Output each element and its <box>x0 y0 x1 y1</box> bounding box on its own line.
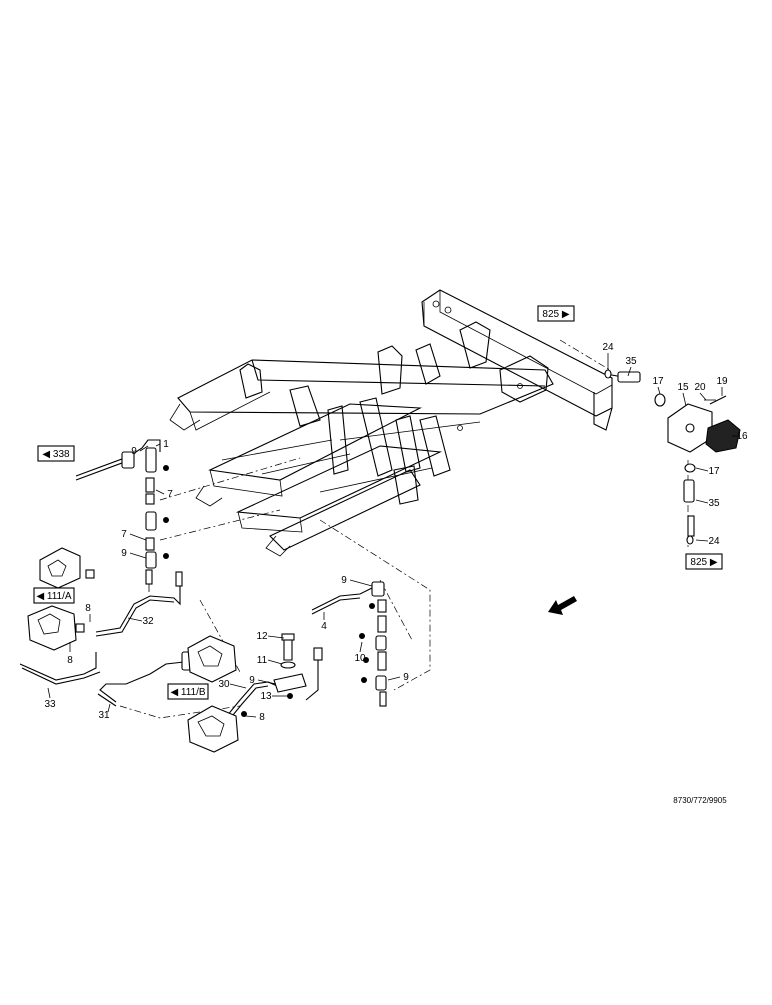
callout-leader <box>657 386 661 395</box>
main-frame <box>169 289 613 557</box>
ref-box-825-top-text: 825 ▶ <box>542 309 569 320</box>
callout-number[interactable]: 17 <box>708 466 720 477</box>
callout-leader <box>129 552 147 559</box>
drawing-code: 8730/772/9905 <box>673 796 727 805</box>
callout-number[interactable]: 8 <box>67 655 73 666</box>
callout-number[interactable]: 8 <box>85 603 91 614</box>
callout-leader <box>682 392 687 407</box>
callout-leader <box>155 443 161 447</box>
center-pipe-assembly <box>273 581 387 707</box>
callout-leader <box>267 635 285 639</box>
callout-number[interactable]: 4 <box>321 621 327 632</box>
callout-leader <box>359 641 363 653</box>
callout-leader <box>695 467 709 472</box>
callout-number[interactable]: 24 <box>602 342 614 353</box>
callout-number[interactable]: 33 <box>44 699 56 710</box>
callout-number[interactable]: 32 <box>142 616 154 627</box>
ref-box-111a-text: ◀ 111/A <box>36 591 71 602</box>
callout-leader <box>267 659 283 665</box>
callout-number[interactable]: 8 <box>259 712 265 723</box>
ref-box-825-top[interactable]: 825 ▶ <box>537 305 575 322</box>
callout-leader <box>695 539 709 542</box>
callout-leader <box>47 687 51 699</box>
callout-number[interactable]: 19 <box>716 376 728 387</box>
callout-leader <box>699 392 707 401</box>
callout-number[interactable]: 7 <box>167 489 173 500</box>
ref-box-825-bottom[interactable]: 825 ▶ <box>685 553 723 570</box>
callout-leader <box>129 533 147 541</box>
callout-number[interactable]: 31 <box>98 710 110 721</box>
callout-number[interactable]: 11 <box>257 655 268 666</box>
ref-box-338-text: ◀ 338 <box>42 449 70 460</box>
callout-number[interactable]: 9 <box>249 675 255 686</box>
callout-leader <box>107 703 111 713</box>
callout-leader <box>245 715 257 718</box>
callout-number[interactable]: 17 <box>652 376 664 387</box>
hydraulic-motors <box>27 547 247 753</box>
callout-number[interactable]: 16 <box>736 431 748 442</box>
callout-leader <box>627 366 632 377</box>
ref-box-111b-text: ◀ 111/B <box>170 687 205 698</box>
callout-number[interactable]: 20 <box>694 382 706 393</box>
callout-number[interactable]: 9 <box>121 548 127 559</box>
callout-leader <box>155 489 165 495</box>
callout-number[interactable]: 12 <box>256 631 268 642</box>
callout-number[interactable]: 1 <box>163 439 169 450</box>
callout-leader <box>139 445 149 452</box>
ref-box-111a[interactable]: ◀ 111/A <box>33 587 75 604</box>
callout-leader <box>229 683 247 689</box>
callout-leader <box>127 617 143 622</box>
callout-number[interactable]: 15 <box>677 382 689 393</box>
ref-box-825-bottom-text: 825 ▶ <box>690 557 717 568</box>
left-pipe-assembly <box>75 439 169 592</box>
ref-box-111b[interactable]: ◀ 111/B <box>167 683 209 700</box>
callout-number[interactable]: 13 <box>260 691 272 702</box>
callout-number[interactable]: 9 <box>341 575 347 586</box>
callout-number[interactable]: 9 <box>131 446 137 457</box>
ref-box-338[interactable]: ◀ 338 <box>37 445 75 462</box>
callout-leader <box>387 676 401 681</box>
callout-leader <box>257 679 277 685</box>
reference-boxes: 825 ▶ ◀ 338 825 ▶ ◀ 111/A ◀ 111/B <box>33 305 723 700</box>
callout-number[interactable]: 9 <box>403 672 409 683</box>
callout-number[interactable]: 10 <box>354 653 366 664</box>
callout-number[interactable]: 35 <box>625 356 637 367</box>
valve-assembly <box>604 369 741 545</box>
callout-leader <box>695 499 709 504</box>
callout-number[interactable]: 30 <box>218 679 230 690</box>
lower-left-pipes <box>19 571 323 727</box>
callout-number[interactable]: 35 <box>708 498 720 509</box>
callout-number[interactable]: 24 <box>708 536 720 547</box>
direction-arrow <box>548 596 577 615</box>
callout-leader <box>349 579 373 587</box>
callout-number[interactable]: 7 <box>121 529 127 540</box>
